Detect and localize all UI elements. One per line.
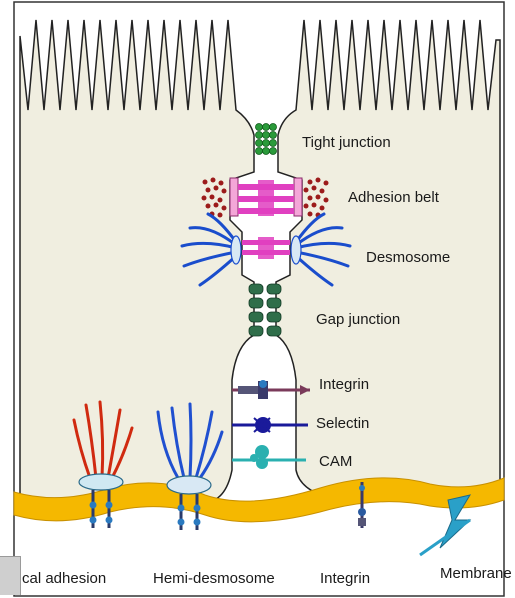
label-membrane: Membrane: [440, 565, 512, 583]
label-focal-adhesion: cal adhesion: [22, 570, 106, 588]
label-gap-junction: Gap junction: [316, 311, 400, 329]
label-integrin: Integrin: [319, 376, 369, 394]
label-hemi-desmosome: Hemi-desmosome: [153, 570, 275, 588]
label-tight-junction: Tight junction: [302, 134, 391, 152]
label-cam: CAM: [319, 453, 352, 471]
label-integrin-basal: Integrin: [320, 570, 370, 588]
label-adhesion-belt: Adhesion belt: [348, 189, 439, 207]
label-selectin: Selectin: [316, 415, 369, 433]
corner-tab: [0, 556, 21, 595]
label-desmosome: Desmosome: [366, 249, 450, 267]
